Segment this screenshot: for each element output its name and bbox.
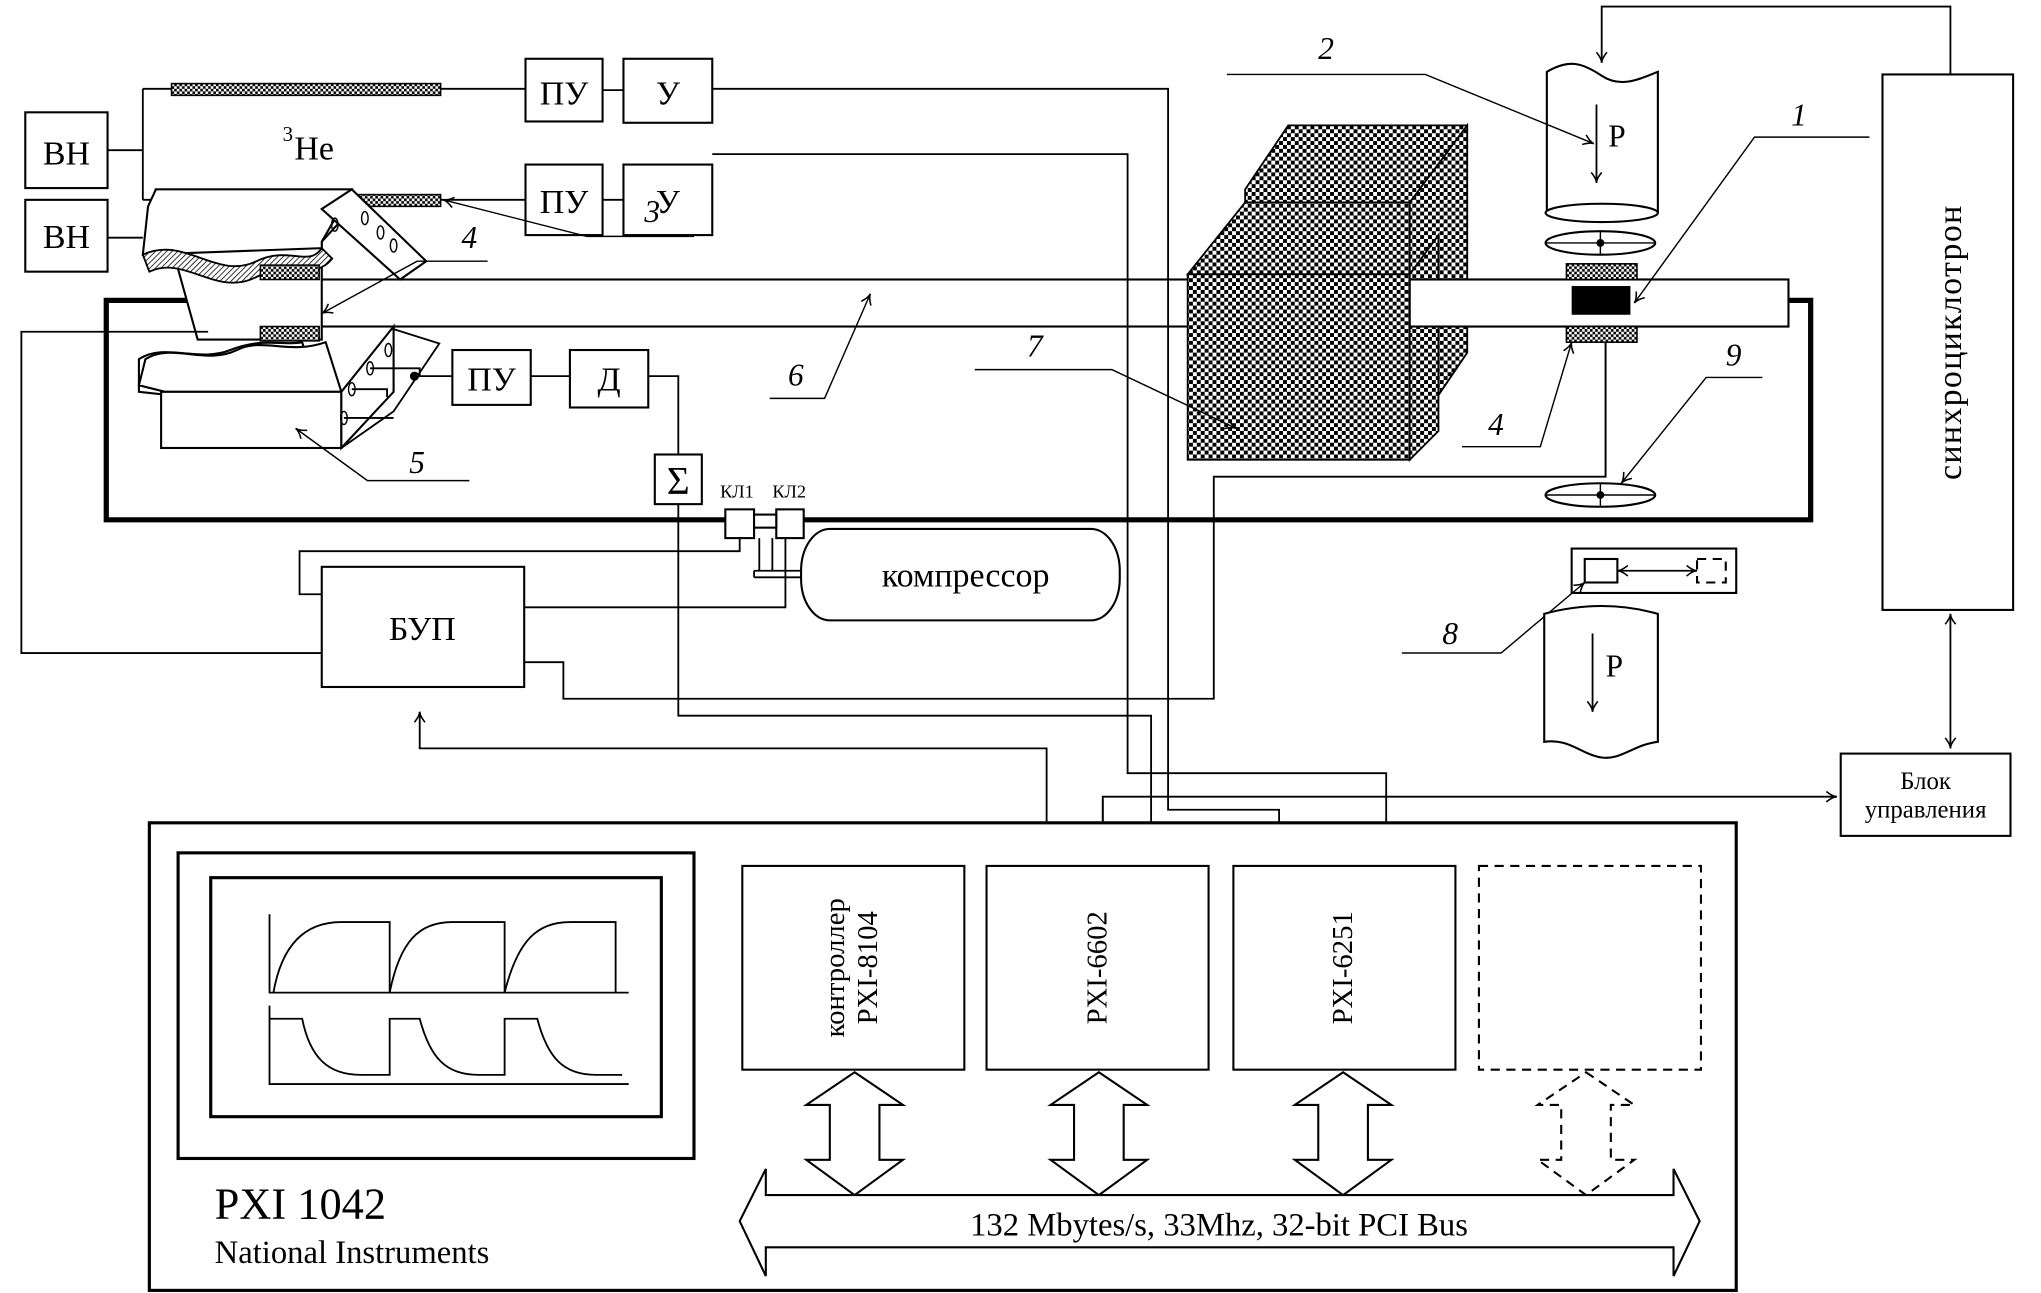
amplifier-2: У <box>622 163 714 237</box>
svg-text:PXI-8104: PXI-8104 <box>852 911 884 1024</box>
svg-text:PXI-6602: PXI-6602 <box>1082 911 1114 1024</box>
chassis-vendor: National Instruments <box>215 1235 490 1271</box>
svg-text:Д: Д <box>598 362 621 399</box>
bup-block: БУП <box>320 565 526 689</box>
control-unit-block: Блок управления <box>1839 752 2012 837</box>
callout-4-left: 4 <box>462 220 478 255</box>
he3-isotope-superscript: 3 <box>283 122 293 146</box>
pci-bus: 132 Mbytes/s, 33Mhz, 32-bit PCI Bus <box>738 1168 1701 1277</box>
svg-text:синхроциклотрон: синхроциклотрон <box>1932 204 1969 480</box>
synchrocyclotron-block: синхроциклотрон <box>1881 73 2015 611</box>
module-pxi-6602: PXI-6602 <box>985 864 1210 1071</box>
callout-8: 8 <box>1442 616 1458 651</box>
detector-4-left-bottom <box>259 325 320 342</box>
callout-4-right: 4 <box>1488 407 1504 442</box>
magnet-lower <box>137 323 441 451</box>
svg-text:контроллер: контроллер <box>819 898 851 1037</box>
enclosure-outline <box>103 297 1814 523</box>
module-empty-slot <box>1477 864 1703 1071</box>
beam-monitor-top <box>1544 230 1657 256</box>
beam-monitor-bottom <box>1544 482 1657 508</box>
callout-1: 1 <box>1791 97 1807 132</box>
valve-2-label: КЛ2 <box>772 482 806 502</box>
preamp-3: ПУ <box>451 348 532 406</box>
module-controller-pxi-8104: контроллер PXI-8104 <box>741 864 966 1071</box>
hv-block-mid: ВН <box>24 198 109 273</box>
valve-link <box>753 513 778 529</box>
svg-text:управления: управления <box>1865 797 1987 824</box>
preamp-1: ПУ <box>524 57 604 123</box>
detector-4-left-top <box>259 264 320 281</box>
valve-1-label: КЛ1 <box>720 482 754 502</box>
pxi-chassis: PXI 1042 National Instruments контроллер… <box>147 821 1738 1292</box>
he3-label: He <box>294 130 334 167</box>
junction-dot <box>409 371 420 381</box>
summator-block: Σ <box>653 453 703 506</box>
svg-text:Σ: Σ <box>667 460 690 503</box>
detector-4-right-bottom <box>1565 325 1638 343</box>
callout-7: 7 <box>1027 329 1044 364</box>
preamp-2: ПУ <box>524 163 604 237</box>
detector-4-right-top <box>1565 263 1638 281</box>
hv-block-top: ВН <box>24 111 109 190</box>
proton-beam-top: P <box>1544 62 1659 224</box>
magnet-upper <box>141 188 428 341</box>
he3-counter-top <box>170 82 442 97</box>
svg-text:ПУ: ПУ <box>467 362 517 399</box>
pci-bus-label: 132 Mbytes/s, 33Mhz, 32-bit PCI Bus <box>970 1208 1468 1244</box>
svg-text:P: P <box>1608 118 1625 153</box>
svg-text:компрессор: компрессор <box>882 557 1050 594</box>
hv-top-label: ВН <box>43 136 90 173</box>
module-pxi-6251: PXI-6251 <box>1232 864 1457 1071</box>
callout-2: 2 <box>1318 31 1334 66</box>
callout-6: 6 <box>788 357 804 392</box>
shielding-block <box>1185 122 1469 462</box>
chassis-name: PXI 1042 <box>215 1179 386 1229</box>
movable-target-8 <box>1570 547 1738 594</box>
svg-text:P: P <box>1606 649 1623 684</box>
callout-5: 5 <box>409 445 425 480</box>
proton-beam-bottom: P <box>1543 605 1659 759</box>
valve-2 <box>775 508 805 540</box>
svg-text:Блок: Блок <box>1900 768 1952 795</box>
callout-3: 3 <box>643 194 660 229</box>
svg-text:ПУ: ПУ <box>540 184 590 221</box>
svg-text:У: У <box>656 184 681 221</box>
svg-text:У: У <box>656 75 681 112</box>
svg-text:PXI-6251: PXI-6251 <box>1327 911 1359 1024</box>
discriminator-block: Д <box>568 348 650 409</box>
target-1 <box>1571 286 1631 315</box>
svg-text:БУП: БУП <box>389 611 456 648</box>
svg-text:ПУ: ПУ <box>540 75 590 112</box>
callout-9: 9 <box>1726 338 1742 373</box>
svg-text:ВН: ВН <box>43 219 90 256</box>
compressor: компрессор <box>800 527 1121 622</box>
amplifier-1: У <box>622 57 714 124</box>
oscilloscope-display <box>176 851 696 1161</box>
valve-1 <box>724 508 756 540</box>
